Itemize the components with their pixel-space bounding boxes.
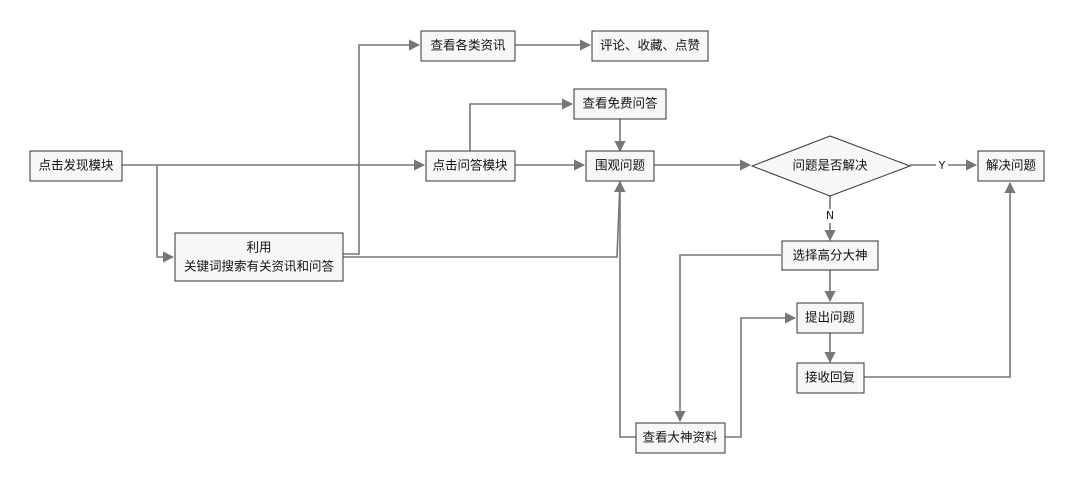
edge-label-yes-text: Y [938,159,946,172]
node-expert-profile: 查看大神资料 [635,422,726,454]
edge-search-to-news [343,39,421,255]
edge-label-no-text: N [826,209,834,222]
node-start-label: 点击发现模块 [38,158,114,173]
node-solved-label: 解决问题 [986,158,1037,173]
node-news: 查看各类资讯 [420,30,516,62]
node-choose-expert-label: 选择高分大神 [792,248,867,263]
node-qa-module-label: 点击问答模块 [432,158,508,173]
node-solved: 解决问题 [977,150,1045,182]
node-receive: 接收回复 [796,362,865,394]
edge-receive-to-solved [864,181,1016,378]
node-ask: 提出问题 [796,302,864,334]
edge-qa-module-to-free-qa [469,98,574,151]
node-ask-label: 提出问题 [805,310,856,325]
node-start: 点击发现模块 [29,150,123,182]
node-comment: 评论、收藏、点赞 [591,30,709,62]
node-decision-label: 问题是否解决 [792,158,868,173]
node-search-label-line2: 关键词搜索有关资讯和问答 [184,259,335,274]
edge-profile-to-ask [724,312,797,438]
edge-choose-expert-to-profile [674,254,781,423]
node-qa-module: 点击问答模块 [425,150,516,182]
edges [122,39,1016,438]
node-search-label-line1: 利用 [246,240,271,255]
edge-profile-to-watch [614,180,636,438]
node-search: 利用 关键词搜索有关资讯和问答 [174,232,344,282]
edge-label-yes: Y [936,158,948,172]
node-free-qa: 查看免费问答 [573,88,667,120]
edge-search-to-watch [343,180,626,258]
node-expert-profile-label: 查看大神资料 [642,430,718,445]
node-choose-expert: 选择高分大神 [781,240,879,271]
node-receive-label: 接收回复 [805,370,856,385]
edge-start-to-search [156,165,175,263]
node-decision: 问题是否解决 [750,135,912,197]
node-comment-label: 评论、收藏、点赞 [600,38,700,53]
node-free-qa-label: 查看免费问答 [582,96,658,111]
node-watch: 围观问题 [585,150,655,182]
node-watch-label: 围观问题 [595,158,646,173]
edge-label-no: N [823,209,837,223]
node-news-label: 查看各类资讯 [430,38,506,53]
